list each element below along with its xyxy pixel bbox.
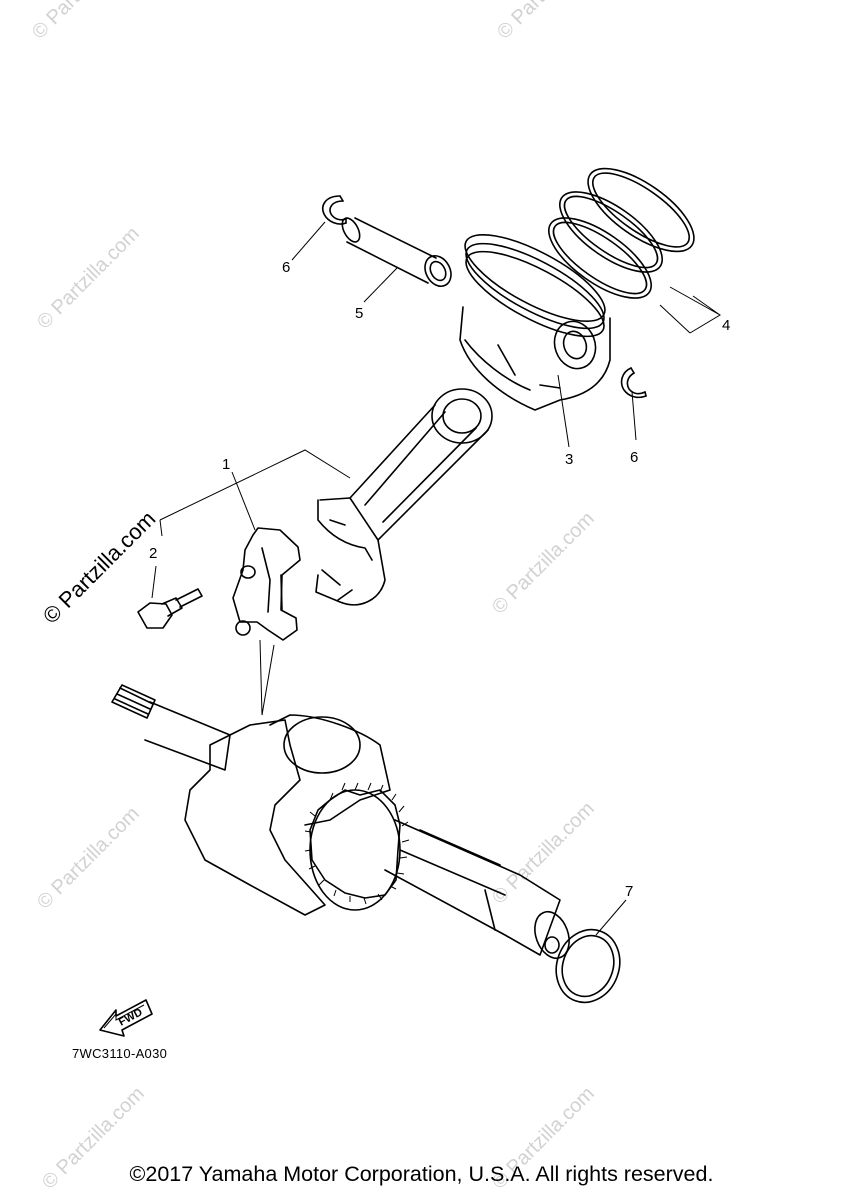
circlip-left — [322, 195, 347, 225]
piston-rings — [548, 167, 695, 299]
connecting-rod-cap — [232, 527, 301, 716]
callout-7: 7 — [625, 883, 633, 900]
watermark-layer: © Partzilla.com © Partzilla.com © Partzi… — [28, 0, 604, 1194]
callout-3: 3 — [565, 451, 573, 468]
callout-4: 4 — [722, 317, 730, 334]
o-ring — [555, 928, 621, 1004]
copyright-notice: ©2017 Yamaha Motor Corporation, U.S.A. A… — [129, 1162, 714, 1186]
watermark: © Partzilla.com — [33, 803, 144, 914]
watermark: © Partzilla.com — [493, 0, 604, 44]
callout-2: 2 — [149, 545, 157, 562]
diagram-code: 7WC3110-A030 — [72, 1046, 168, 1061]
callout-1: 1 — [222, 456, 230, 473]
fwd-arrow-icon: FWD — [99, 999, 153, 1037]
piston-pin — [341, 217, 452, 288]
callout-6: 6 — [630, 449, 638, 466]
watermark: © Partzilla.com — [28, 0, 139, 44]
callout-5: 5 — [355, 305, 363, 322]
crankshaft — [111, 684, 570, 960]
leader-lines — [151, 221, 721, 936]
watermark-dark: © Partzilla.com — [38, 506, 161, 629]
watermark: © Partzilla.com — [488, 798, 599, 909]
watermark: © Partzilla.com — [33, 223, 144, 334]
callout-6: 6 — [282, 259, 290, 276]
callout-labels: 1 2 3 4 5 6 6 7 — [149, 259, 730, 900]
circlip-right — [620, 367, 647, 399]
connecting-rod — [315, 388, 493, 606]
watermark: © Partzilla.com — [488, 508, 599, 619]
conrod-bolt — [137, 588, 203, 629]
piston — [459, 233, 611, 411]
